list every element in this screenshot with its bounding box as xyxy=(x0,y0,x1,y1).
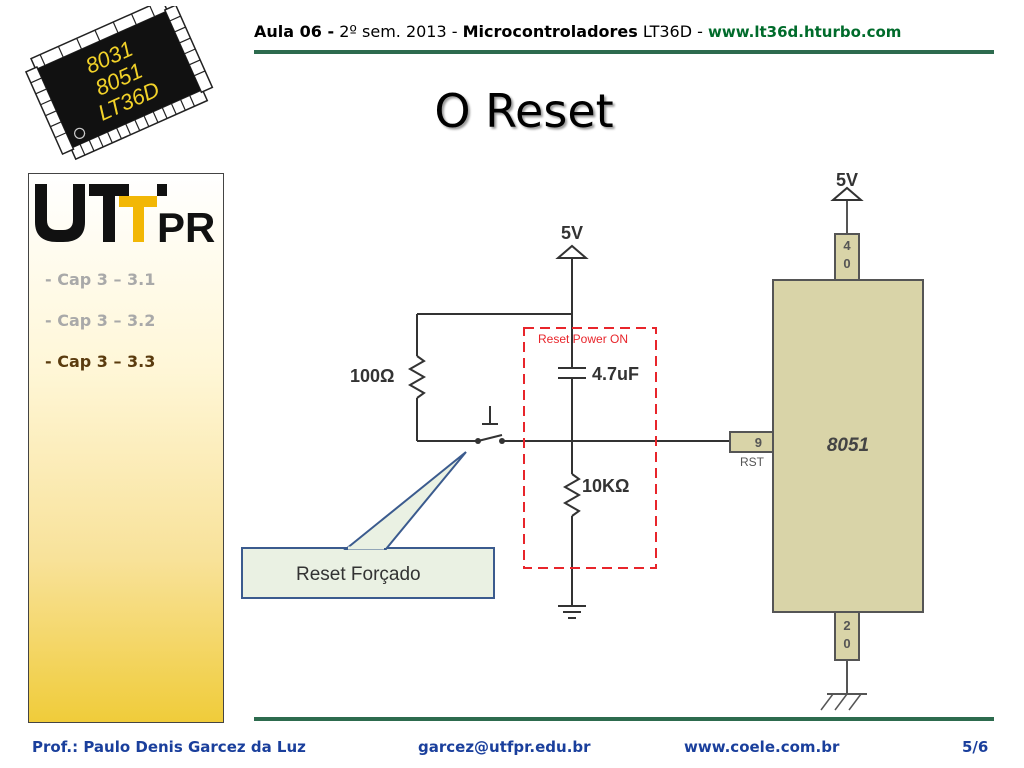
slide-title: O Reset xyxy=(434,84,614,138)
footer-email[interactable]: garcez@utfpr.edu.br xyxy=(418,738,591,756)
utfpr-logo: PR xyxy=(35,184,215,244)
sidebar: PR - Cap 3 – 3.1 - Cap 3 – 3.2 - Cap 3 –… xyxy=(28,173,224,723)
page-number: 5/6 xyxy=(962,738,989,756)
vcc-left-label: 5V xyxy=(561,223,583,243)
footer-professor: Prof.: Paulo Denis Garcez da Luz xyxy=(32,738,306,756)
course-label: Microcontroladores xyxy=(462,22,638,41)
nav-item-cap3-1[interactable]: - Cap 3 – 3.1 xyxy=(45,270,156,289)
chapter-list: - Cap 3 – 3.1 - Cap 3 – 3.2 - Cap 3 – 3.… xyxy=(45,270,155,393)
pin-vcc-digit-2: 0 xyxy=(843,256,850,271)
course-url[interactable]: www.lt36d.hturbo.com xyxy=(708,23,902,41)
pin-gnd-digit-2: 0 xyxy=(843,636,850,651)
lesson-label: Aula 06 - xyxy=(254,22,335,41)
ground-right-symbol xyxy=(820,693,862,711)
vcc-right-label: 5V xyxy=(836,170,858,190)
nav-item-cap3-2[interactable]: - Cap 3 – 3.2 xyxy=(45,311,156,330)
reset-forcado-label: Reset Forçado xyxy=(296,564,421,585)
utfpr-logo-text: PR xyxy=(157,204,215,244)
pin-rst-number: 9 xyxy=(755,435,762,450)
header-divider xyxy=(254,50,994,54)
vcc-right-symbol xyxy=(830,186,864,201)
reset-power-on-label: Reset Power ON xyxy=(538,332,628,346)
semester-label: 2º sem. 2013 - xyxy=(339,22,458,41)
capacitor-label: 4.7uF xyxy=(592,364,639,384)
chip-8051-body xyxy=(772,279,924,613)
pin-vcc-digit-1: 4 xyxy=(843,238,851,253)
resistor-100-label: 100Ω xyxy=(350,366,394,386)
reset-power-on-box xyxy=(523,327,657,569)
resistor-10k-label: 10KΩ xyxy=(582,476,629,496)
footer-divider xyxy=(254,717,994,721)
vcc-left-symbol xyxy=(555,244,589,259)
nav-item-cap3-3[interactable]: - Cap 3 – 3.3 xyxy=(45,352,156,371)
resistor-10k-symbol xyxy=(562,473,582,517)
reset-circuit-diagram: Reset Power ON 5V 100Ω 4.7uF 10KΩ Reset … xyxy=(241,170,924,711)
reset-forcado-callout xyxy=(241,547,495,599)
footer-website[interactable]: www.coele.com.br xyxy=(684,738,840,756)
push-button-symbol xyxy=(477,434,503,442)
chip-8051-label: 8051 xyxy=(827,435,869,456)
slide-header: Aula 06 - 2º sem. 2013 - Microcontrolado… xyxy=(254,22,994,41)
resistor-100-symbol xyxy=(407,355,427,399)
chip-8031-8051-logo: 8031 8051 LT36D xyxy=(24,6,214,161)
pin-gnd-digit-1: 2 xyxy=(843,618,850,633)
course-code-label: LT36D - xyxy=(642,22,703,41)
pin-rst-label: RST xyxy=(740,455,765,469)
